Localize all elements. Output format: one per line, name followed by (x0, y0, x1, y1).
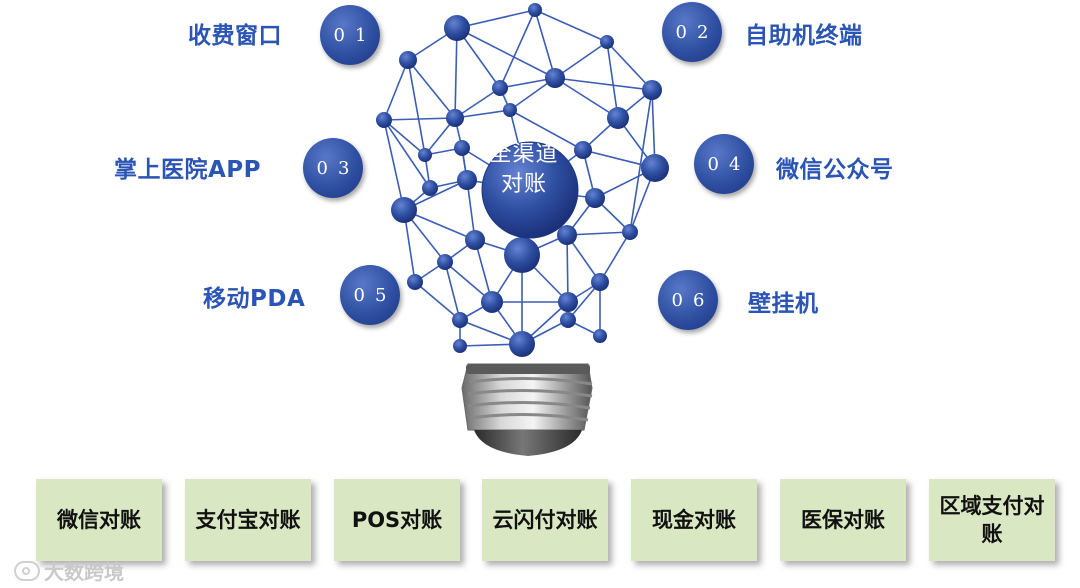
channel-label-3: 掌上医院APP (114, 157, 262, 183)
channel-number-4: 04 (694, 134, 754, 194)
center-title: 全渠道 对账 (489, 142, 559, 197)
network-node (457, 170, 477, 190)
network-node (560, 312, 576, 328)
channel-number-2: 02 (662, 2, 722, 62)
network-node (558, 292, 578, 312)
network-node (481, 291, 503, 313)
network-node (509, 331, 535, 357)
network-edge (454, 87, 501, 119)
network-node (453, 339, 467, 353)
network-node (557, 225, 577, 245)
network-node (574, 141, 592, 159)
network-node (492, 80, 508, 96)
network-edge (383, 117, 456, 121)
channel-label-6: 壁挂机 (748, 291, 819, 317)
network-edge (566, 234, 569, 303)
network-edge (606, 41, 619, 119)
reconcile-box-unionpay: 云闪付对账 (482, 479, 608, 561)
network-node (593, 329, 607, 343)
watermark-logo-icon (14, 560, 40, 581)
channel-label-2: 自助机终端 (745, 23, 863, 49)
network-node (622, 224, 638, 240)
channel-label-4: 微信公众号 (776, 157, 894, 183)
network-edge (554, 77, 653, 91)
network-nodes (376, 3, 669, 357)
network-edge (383, 119, 426, 156)
reconcile-box-wechat: 微信对账 (36, 479, 162, 561)
reconcile-box-alipay: 支付宝对账 (185, 479, 311, 561)
network-edge (407, 59, 456, 119)
network-node (418, 148, 432, 162)
network-edge (414, 281, 461, 321)
network-edge (466, 179, 476, 241)
channel-number-3: 03 (303, 138, 363, 198)
reconcile-box-cash: 现金对账 (631, 479, 757, 561)
network-edge (534, 9, 556, 79)
reconcile-box-medical-insurance: 医保对账 (780, 479, 906, 561)
network-node (503, 103, 517, 117)
network-edge (554, 77, 619, 119)
network-edge (456, 27, 556, 79)
network-node (391, 197, 417, 223)
network-edge (606, 41, 653, 91)
network-edge (444, 261, 461, 321)
network-node (585, 188, 605, 208)
network-node (407, 274, 423, 290)
channel-label-1: 收费窗口 (188, 23, 282, 49)
bulb-base (461, 363, 593, 456)
channel-label-5: 移动PDA (203, 286, 306, 312)
network-edge (509, 109, 584, 151)
channel-number-6: 06 (658, 270, 718, 330)
network-edge (629, 89, 653, 233)
network-node (399, 51, 417, 69)
network-edge (454, 109, 511, 119)
network-node (465, 230, 485, 250)
network-node (641, 154, 669, 182)
network-edge (383, 119, 405, 211)
network-node (600, 35, 614, 49)
network-node (545, 68, 565, 88)
network-node (444, 15, 470, 41)
network-edge (407, 59, 426, 156)
channel-number-1: 01 (320, 5, 380, 65)
network-node (422, 180, 438, 196)
network-node (452, 312, 468, 328)
network-node (504, 237, 540, 273)
network-edge (566, 231, 631, 236)
network-edge (383, 119, 431, 189)
network-edge (499, 9, 536, 89)
network-edge (599, 231, 631, 283)
reconcile-box-pos: POS对账 (334, 479, 460, 561)
network-node (454, 140, 470, 156)
network-node (591, 273, 609, 291)
network-edge (534, 9, 608, 43)
network-node (528, 3, 542, 17)
network-node (437, 254, 453, 270)
network-node (446, 109, 464, 127)
reconcile-box-regional-payment: 区域支付对账 (929, 479, 1055, 561)
network-edge (456, 9, 536, 29)
center-node (481, 141, 579, 239)
network-edge (383, 59, 409, 121)
network-node (376, 112, 392, 128)
watermark: 大数跨境 (14, 556, 124, 585)
network-edge (554, 41, 608, 79)
network-edge (454, 27, 458, 119)
network-node (607, 107, 629, 129)
channel-number-5: 05 (340, 265, 400, 325)
network-node (642, 80, 662, 100)
